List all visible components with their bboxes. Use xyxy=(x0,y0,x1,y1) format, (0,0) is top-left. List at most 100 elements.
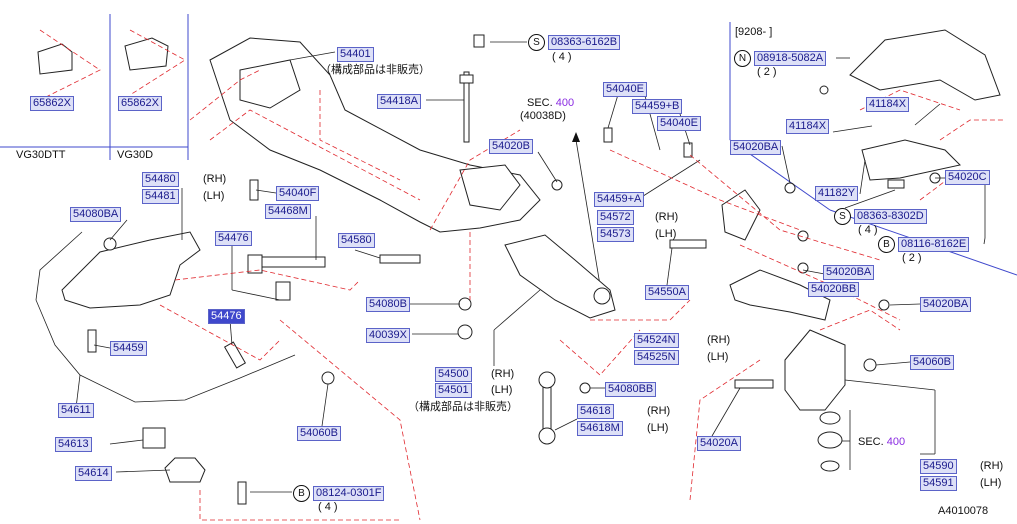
symbol-n: N xyxy=(734,50,751,67)
sec-num-top[interactable]: 400 xyxy=(555,97,575,109)
label-54501[interactable]: 54501 xyxy=(435,383,472,398)
lower-link-shape xyxy=(729,269,831,321)
label-54480[interactable]: 54480 xyxy=(142,172,179,187)
label-54060b-left[interactable]: 54060B xyxy=(297,426,341,441)
label-54020ba-top[interactable]: 54020BA xyxy=(730,140,782,155)
lh-5: (LH) xyxy=(647,422,669,434)
label-54080bb[interactable]: 54080BB xyxy=(605,382,657,397)
nut-icon xyxy=(551,179,563,191)
variant-vg30d: VG30D xyxy=(117,149,154,161)
tension-rod-shape xyxy=(254,256,326,268)
variant-vg30dtt: VG30DTT xyxy=(16,149,66,161)
label-54611[interactable]: 54611 xyxy=(58,403,94,418)
label-41182y[interactable]: 41182Y xyxy=(815,186,859,201)
nut-icon xyxy=(784,182,796,194)
label-54618m[interactable]: 54618M xyxy=(577,421,623,436)
bearing-c xyxy=(820,460,840,472)
lh-3: (LH) xyxy=(707,351,729,363)
bolt-54418a-shape xyxy=(463,71,470,143)
ball-joint-shape xyxy=(593,287,611,305)
arrow-icon xyxy=(572,132,580,142)
nut-icon xyxy=(797,230,809,242)
bolt-54580-shape xyxy=(379,254,421,264)
sec-ref-top: SEC. 400 xyxy=(527,97,574,110)
bolt-54418a-head xyxy=(459,74,474,84)
rh-1: (RH) xyxy=(203,173,227,185)
bracket-vg30dtt-shape xyxy=(37,43,73,75)
label-65862x-vg30dtt[interactable]: 65862X xyxy=(30,96,74,111)
label-54580[interactable]: 54580 xyxy=(338,233,375,248)
label-40039x[interactable]: 40039X xyxy=(366,328,410,343)
label-54020a[interactable]: 54020A xyxy=(697,436,741,451)
rh-5: (RH) xyxy=(647,405,671,417)
label-54459b[interactable]: 54459+B xyxy=(632,99,683,114)
label-08363-6162b[interactable]: 08363-6162B xyxy=(548,35,621,50)
sec-code-top: (40038D) xyxy=(520,110,566,122)
label-54060b-right[interactable]: 54060B xyxy=(910,355,954,370)
lh-1: (LH) xyxy=(203,190,225,202)
sec-ref-bottom: SEC. 400 xyxy=(858,436,905,449)
qty-4-bottom: ( 4 ) xyxy=(318,501,338,513)
qty-2-b: ( 2 ) xyxy=(902,252,922,264)
label-54550a[interactable]: 54550A xyxy=(645,285,689,300)
label-54418a[interactable]: 54418A xyxy=(377,94,421,109)
label-54040e-a[interactable]: 54040E xyxy=(603,82,647,97)
label-54614[interactable]: 54614 xyxy=(75,466,112,481)
bolt-icon xyxy=(87,329,97,353)
label-41184x-b[interactable]: 41184X xyxy=(786,119,830,134)
label-54476-b[interactable]: 54476 xyxy=(208,309,245,324)
clamp-shape xyxy=(164,457,206,483)
knuckle-shape xyxy=(784,329,846,411)
label-08116-8162e[interactable]: 08116-8162E xyxy=(898,237,970,252)
label-54020ba-right[interactable]: 54020BA xyxy=(920,297,972,312)
nut-icon xyxy=(579,382,591,394)
qty-4-s: ( 4 ) xyxy=(858,224,878,236)
tension-rod-bush-a xyxy=(247,254,263,274)
label-08363-8302d[interactable]: 08363-8302D xyxy=(854,209,927,224)
bolt-54020a-shape xyxy=(734,379,774,389)
diagram-id: A4010078 xyxy=(938,505,989,517)
label-54459a[interactable]: 54459+A xyxy=(594,192,645,207)
label-54524n[interactable]: 54524N xyxy=(634,333,679,348)
label-54573[interactable]: 54573 xyxy=(597,227,634,242)
label-54040e-b[interactable]: 54040E xyxy=(657,116,701,131)
crossmember-detail xyxy=(239,59,301,109)
label-54613[interactable]: 54613 xyxy=(55,437,92,452)
label-08918-5082a[interactable]: 08918-5082A xyxy=(754,51,827,66)
sec-num-bottom[interactable]: 400 xyxy=(886,436,906,448)
label-54020ba-mid[interactable]: 54020BA xyxy=(823,265,875,280)
label-54459[interactable]: 54459 xyxy=(110,341,147,356)
bolt-icon xyxy=(683,142,693,158)
label-54500[interactable]: 54500 xyxy=(435,367,472,382)
label-54020b[interactable]: 54020B xyxy=(489,139,533,154)
label-54040f[interactable]: 54040F xyxy=(276,186,320,201)
bearing-b xyxy=(817,431,843,449)
label-54481[interactable]: 54481 xyxy=(142,189,179,204)
label-54080b[interactable]: 54080B xyxy=(366,297,410,312)
label-54591[interactable]: 54591 xyxy=(920,476,957,491)
label-54572[interactable]: 54572 xyxy=(597,210,634,225)
lh-4: (LH) xyxy=(491,384,513,396)
label-54468m[interactable]: 54468M xyxy=(265,204,311,219)
label-54020c[interactable]: 54020C xyxy=(945,170,990,185)
label-54476-a[interactable]: 54476 xyxy=(215,231,252,246)
label-54080ba[interactable]: 54080BA xyxy=(70,207,122,222)
tension-rod-bush-b xyxy=(275,281,291,301)
upper-arm-right-shape xyxy=(849,29,1001,101)
bushing-shape xyxy=(142,427,166,449)
label-54401[interactable]: 54401 xyxy=(337,47,374,62)
label-65862x-vg30d[interactable]: 65862X xyxy=(118,96,162,111)
symbol-b-right: B xyxy=(878,236,895,253)
nut-icon xyxy=(457,324,473,340)
rh-4: (RH) xyxy=(491,368,515,380)
label-54618[interactable]: 54618 xyxy=(577,404,614,419)
bolt-08363-shape xyxy=(473,34,485,48)
label-54020bb[interactable]: 54020BB xyxy=(808,282,860,297)
label-08124-0301f[interactable]: 08124-0301F xyxy=(313,486,385,501)
rh-6: (RH) xyxy=(980,460,1004,472)
label-41184x-a[interactable]: 41184X xyxy=(866,97,910,112)
bolt-54550a-shape xyxy=(669,239,707,249)
label-54590[interactable]: 54590 xyxy=(920,459,957,474)
label-54525n[interactable]: 54525N xyxy=(634,350,679,365)
